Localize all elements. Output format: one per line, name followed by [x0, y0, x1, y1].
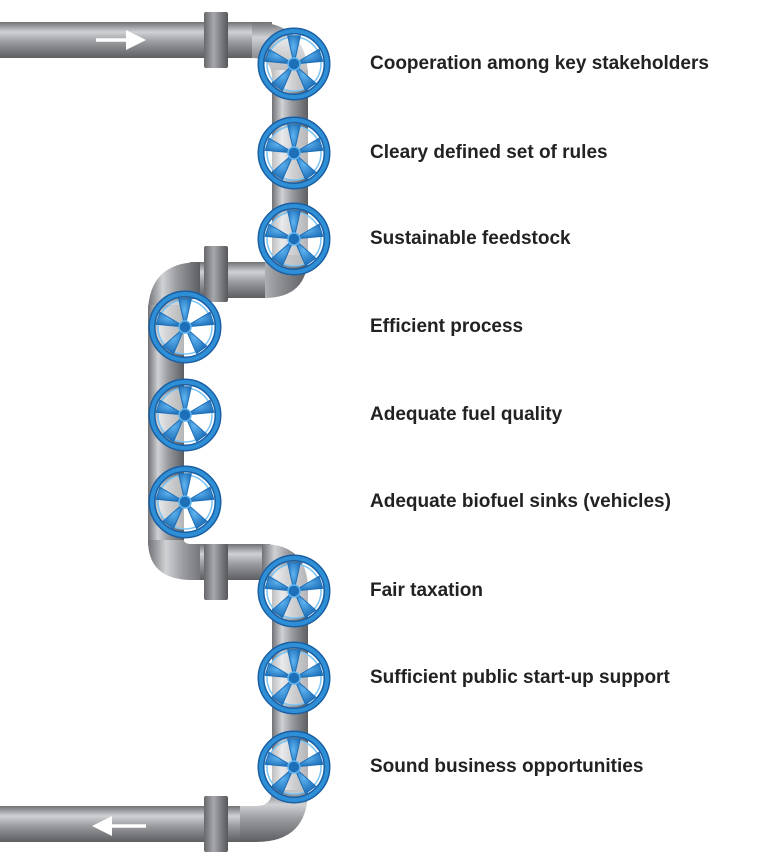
valve-wheel-icon: [257, 730, 331, 804]
valve-wheel-icon: [148, 290, 222, 364]
pipe-flange: [204, 544, 228, 600]
step-label: Fair taxation: [370, 580, 483, 601]
step-label: Adequate biofuel sinks (vehicles): [370, 491, 671, 512]
step-label: Cooperation among key stakeholders: [370, 53, 709, 74]
valve-wheel-icon: [257, 27, 331, 101]
arrow-right-icon: [96, 30, 146, 50]
step-label: Sufficient public start-up support: [370, 667, 670, 688]
step-label: Sound business opportunities: [370, 756, 644, 777]
valve-group: [148, 27, 331, 804]
valve-wheel-icon: [257, 641, 331, 715]
pipe-flange: [204, 796, 228, 852]
step-label: Sustainable feedstock: [370, 228, 571, 249]
step-label: Efficient process: [370, 316, 524, 337]
pipe-flange: [204, 246, 228, 302]
arrow-left-icon: [92, 816, 146, 836]
pipe-bottom-segment: [0, 806, 240, 842]
valve-wheel-icon: [148, 378, 222, 452]
pipe-elbow-lower-left: [148, 540, 212, 580]
valve-wheel-icon: [148, 465, 222, 539]
valve-wheel-icon: [257, 554, 331, 628]
step-label: Adequate fuel quality: [370, 404, 563, 425]
pipe-flange: [204, 12, 228, 68]
valve-wheel-icon: [257, 116, 331, 190]
valve-wheel-icon: [257, 202, 331, 276]
step-label: Cleary defined set of rules: [370, 142, 608, 163]
